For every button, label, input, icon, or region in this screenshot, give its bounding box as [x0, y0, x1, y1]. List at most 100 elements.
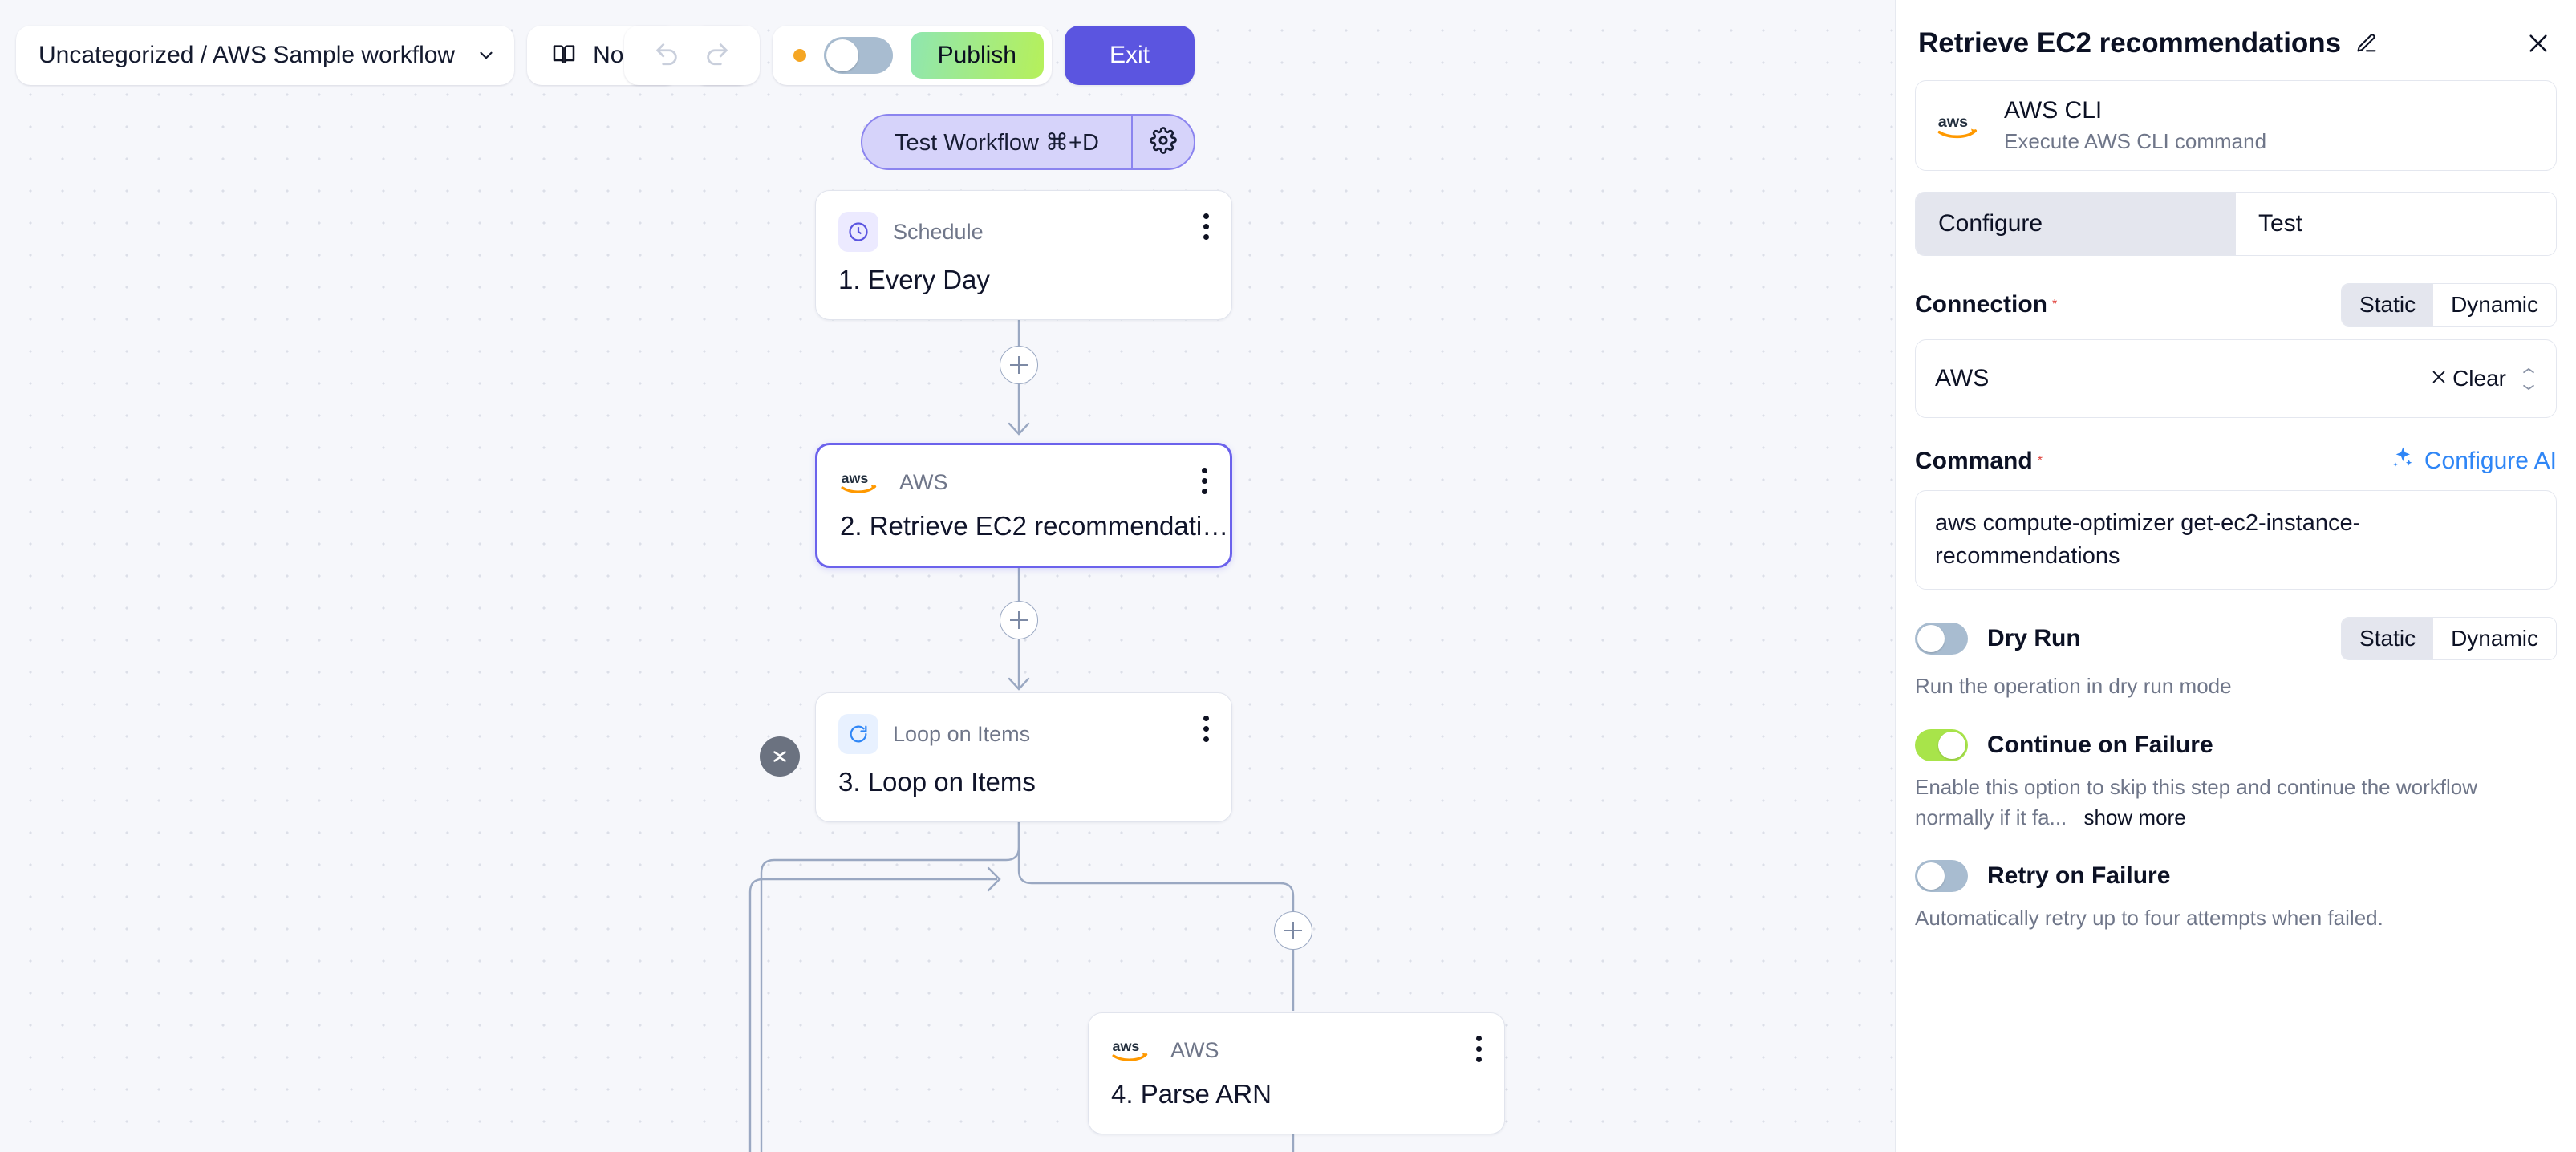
continue-on-failure-label: Continue on Failure: [1987, 732, 2213, 759]
node-type-label: Loop on Items: [893, 721, 1031, 746]
continue-on-failure-toggle[interactable]: [1915, 729, 1968, 762]
chevron-updown-icon[interactable]: [2521, 367, 2537, 390]
clock-icon: [838, 212, 878, 252]
clear-connection-button[interactable]: Clear: [2430, 366, 2506, 391]
redo-button[interactable]: [692, 30, 742, 80]
svg-text:aws: aws: [1938, 112, 1968, 130]
test-workflow-pill[interactable]: Test Workflow ⌘+D: [861, 114, 1195, 170]
add-step-button-3[interactable]: [1274, 911, 1312, 950]
node-title: 3. Loop on Items: [838, 767, 1036, 797]
dry-run-mode-static[interactable]: Static: [2342, 618, 2434, 660]
book-icon: [551, 41, 577, 71]
workflow-canvas[interactable]: Test Workflow ⌘+D Schedule: [0, 0, 1895, 1152]
undo-button[interactable]: [642, 30, 692, 80]
connection-mode-static[interactable]: Static: [2342, 284, 2434, 326]
configure-ai-label: Configure AI: [2424, 448, 2557, 474]
test-workflow-button[interactable]: Test Workflow ⌘+D: [862, 116, 1131, 168]
app-card: aws AWS CLI Execute AWS CLI command: [1915, 80, 2557, 171]
close-icon[interactable]: [2523, 28, 2554, 59]
connection-label: Connection: [1915, 291, 2047, 318]
workflow-node-loop[interactable]: Loop on Items 3. Loop on Items: [815, 692, 1232, 822]
svg-text:aws: aws: [1113, 1038, 1140, 1054]
workflow-node-aws-retrieve[interactable]: aws AWS 2. Retrieve EC2 recommendati…: [815, 443, 1232, 568]
configure-ai-button[interactable]: Configure AI: [2389, 445, 2557, 477]
dry-run-label: Dry Run: [1987, 625, 2081, 652]
tab-test[interactable]: Test: [2236, 193, 2556, 255]
panel-body: Connection * Static Dynamic AWS Clear: [1896, 283, 2576, 934]
node-type-label: Schedule: [893, 219, 984, 244]
dry-run-toggle[interactable]: [1915, 623, 1968, 655]
node-menu-button[interactable]: [1203, 716, 1209, 742]
node-title: 1. Every Day: [838, 265, 990, 294]
panel-tabs: Configure Test: [1915, 192, 2557, 256]
publish-group: Publish: [772, 26, 1052, 85]
close-icon: [2430, 366, 2448, 391]
undo-redo-group: [623, 26, 760, 85]
connection-mode-dynamic[interactable]: Dynamic: [2433, 284, 2556, 326]
aws-logo-icon: aws: [840, 466, 885, 498]
undo-icon: [653, 40, 680, 71]
panel-title: Retrieve EC2 recommendations: [1918, 27, 2342, 59]
connection-mode-segmented: Static Dynamic: [2341, 283, 2557, 327]
continue-on-failure-helper-text: Enable this option to skip this step and…: [1915, 775, 2477, 830]
dry-run-mode-segmented: Static Dynamic: [2341, 617, 2557, 661]
node-title: 2. Retrieve EC2 recommendati…: [840, 511, 1229, 541]
test-workflow-label: Test Workflow ⌘+D: [895, 129, 1099, 156]
add-step-button-1[interactable]: [1000, 346, 1038, 384]
svg-text:aws: aws: [842, 470, 869, 486]
retry-on-failure-toggle[interactable]: [1915, 860, 1968, 893]
command-input[interactable]: aws compute-optimizer get-ec2-instance-r…: [1915, 490, 2557, 590]
retry-on-failure-row: Retry on Failure: [1915, 860, 2557, 893]
status-dot: [793, 49, 806, 62]
workflow-name-label: Uncategorized / AWS Sample workflow: [39, 42, 456, 68]
dry-run-helper: Run the operation in dry run mode: [1915, 674, 2232, 699]
command-row: Command * Configure AI: [1915, 445, 2557, 477]
node-header: Loop on Items: [816, 693, 1231, 754]
chevron-down-icon: [476, 45, 497, 66]
workflow-node-schedule[interactable]: Schedule 1. Every Day: [815, 190, 1232, 320]
node-type-label: AWS: [899, 469, 948, 494]
panel-header: Retrieve EC2 recommendations: [1896, 0, 2576, 59]
node-type-label: AWS: [1170, 1037, 1219, 1062]
sparkle-icon: [2389, 445, 2415, 477]
loop-icon: [838, 714, 878, 754]
tab-configure[interactable]: Configure: [1916, 193, 2236, 255]
gear-icon: [1150, 126, 1177, 158]
collapse-icon[interactable]: [760, 736, 800, 777]
app-description: Execute AWS CLI command: [2004, 129, 2267, 153]
test-workflow-settings-button[interactable]: [1130, 116, 1194, 168]
node-menu-button[interactable]: [1202, 468, 1207, 494]
required-marker: *: [2037, 454, 2043, 468]
dry-run-mode-dynamic[interactable]: Dynamic: [2433, 618, 2556, 660]
node-header: Schedule: [816, 191, 1231, 252]
retry-on-failure-helper: Automatically retry up to four attempts …: [1915, 906, 2383, 931]
continue-on-failure-row: Continue on Failure: [1915, 729, 2557, 762]
node-header: aws AWS: [817, 445, 1230, 498]
continue-on-failure-helper: Enable this option to skip this step and…: [1915, 773, 2557, 833]
workflow-edges: [748, 301, 1295, 1152]
workflow-node-aws-parse[interactable]: aws AWS 4. Parse ARN: [1088, 1012, 1505, 1134]
publish-button[interactable]: Publish: [910, 32, 1044, 79]
node-menu-button[interactable]: [1476, 1036, 1482, 1062]
clear-label: Clear: [2452, 366, 2506, 391]
node-title: 4. Parse ARN: [1111, 1079, 1272, 1109]
node-config-panel: Retrieve EC2 recommendations aws AWS CLI: [1895, 0, 2576, 1152]
add-step-button-2[interactable]: [1000, 601, 1038, 639]
app-name: AWS CLI: [2004, 97, 2103, 124]
top-right-toolbar: Publish Exit: [623, 26, 1195, 85]
dry-run-row: Dry Run Static Dynamic: [1915, 617, 2557, 661]
pencil-icon[interactable]: [2355, 32, 2378, 55]
aws-logo-icon: aws: [1111, 1034, 1156, 1066]
connection-row: Connection * Static Dynamic: [1915, 283, 2557, 327]
show-more-link[interactable]: show more: [2083, 805, 2186, 830]
redo-icon: [704, 40, 731, 71]
node-header: aws AWS: [1089, 1013, 1504, 1066]
exit-button[interactable]: Exit: [1064, 26, 1195, 85]
required-marker: *: [2052, 298, 2058, 311]
aws-logo-icon: aws: [1937, 107, 1986, 144]
node-menu-button[interactable]: [1203, 213, 1209, 240]
workflow-selector[interactable]: Uncategorized / AWS Sample workflow: [16, 26, 515, 85]
retry-on-failure-label: Retry on Failure: [1987, 862, 2171, 890]
activate-workflow-toggle[interactable]: [823, 37, 893, 74]
connection-select[interactable]: AWS Clear: [1915, 339, 2557, 418]
